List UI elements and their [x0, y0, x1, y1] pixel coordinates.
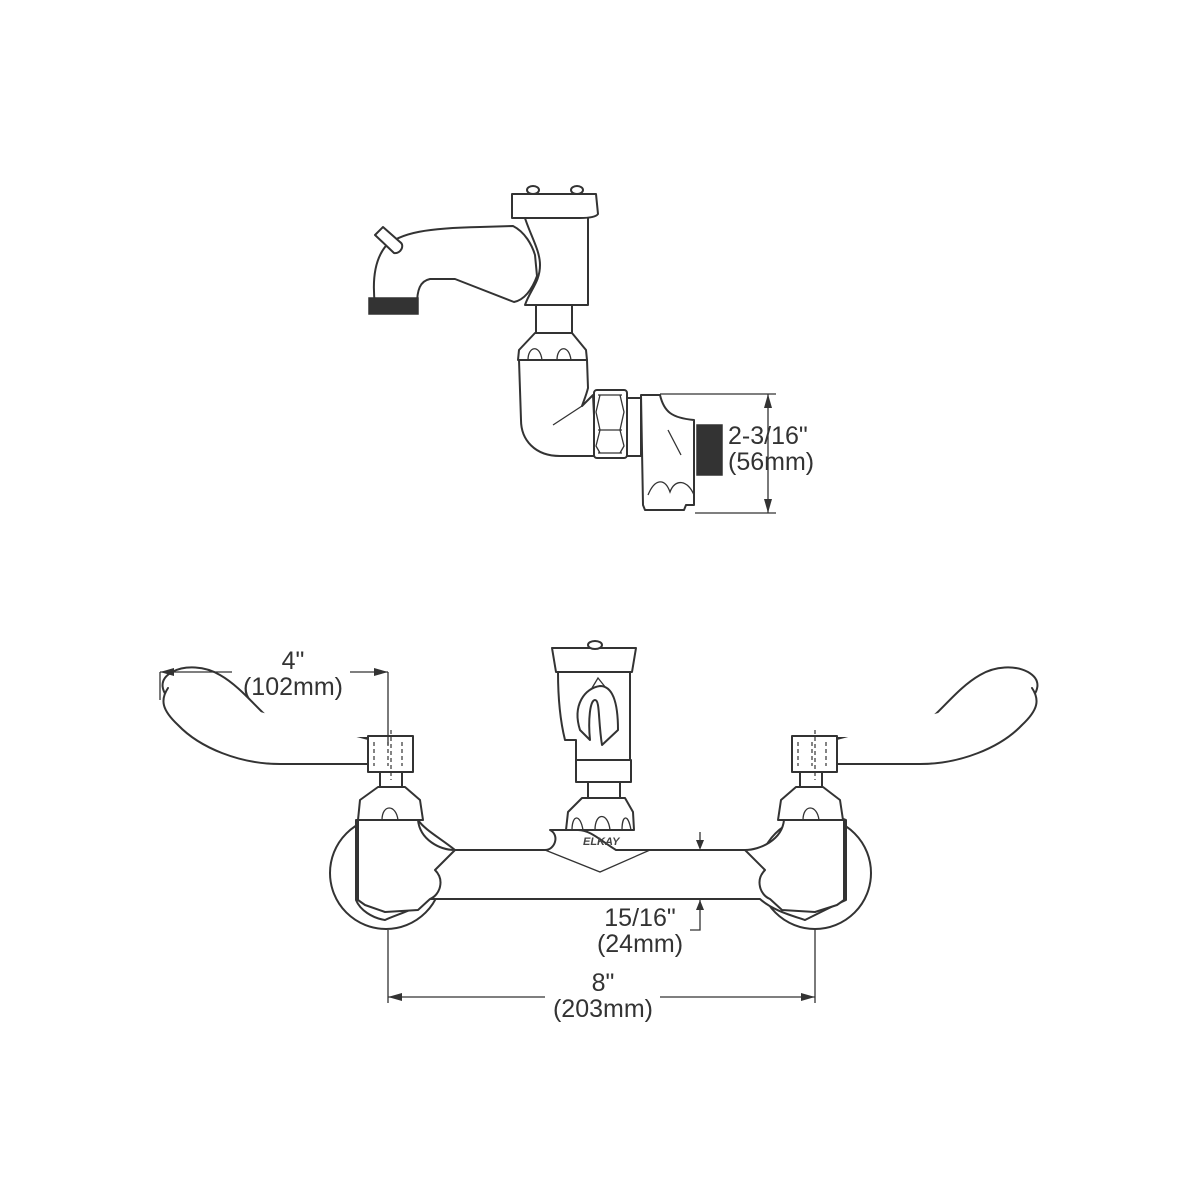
valve-body [523, 214, 589, 306]
wall-projection-metric: (56mm) [728, 448, 815, 476]
center-nut [575, 759, 632, 783]
dimension-body-thickness [690, 832, 704, 931]
left-bonnet [357, 786, 424, 821]
wall-thread [696, 424, 723, 476]
body-thickness-label: 15/16" (24mm) [590, 905, 690, 957]
wall-projection-imperial: 2-3/16" [728, 422, 808, 450]
body-thickness-imperial: 15/16" [604, 904, 676, 932]
wall-flange [640, 394, 695, 511]
dimension-wall-projection [660, 393, 776, 514]
spout [372, 225, 538, 306]
handle-length-metric: (102mm) [242, 673, 343, 701]
centers-metric: (203mm) [552, 995, 653, 1023]
centers-imperial: 8" [591, 969, 615, 997]
hose-thread [368, 297, 419, 315]
center-valve-cap [551, 647, 637, 673]
brand-logo: ELKAY [583, 836, 621, 848]
adapter [626, 397, 642, 457]
stem [535, 304, 573, 334]
elbow [518, 359, 597, 457]
valve-cap [511, 193, 599, 219]
dimension-handle-length [159, 668, 389, 745]
vacuum-breaker-pin [374, 226, 404, 255]
body-thickness-metric: (24mm) [596, 930, 684, 958]
cap-screw [570, 185, 584, 195]
side-view [368, 185, 776, 514]
centers-label: 8" (203mm) [543, 970, 663, 1022]
handle-length-label: 4" (102mm) [228, 648, 358, 700]
front-view: ELKAY [159, 640, 1039, 1003]
wall-projection-label: 2-3/16" (56mm) [728, 423, 814, 475]
right-bonnet [777, 786, 844, 821]
handle-length-imperial: 4" [281, 647, 305, 675]
cap-screw [526, 185, 540, 195]
dimension-centers [387, 930, 816, 1003]
